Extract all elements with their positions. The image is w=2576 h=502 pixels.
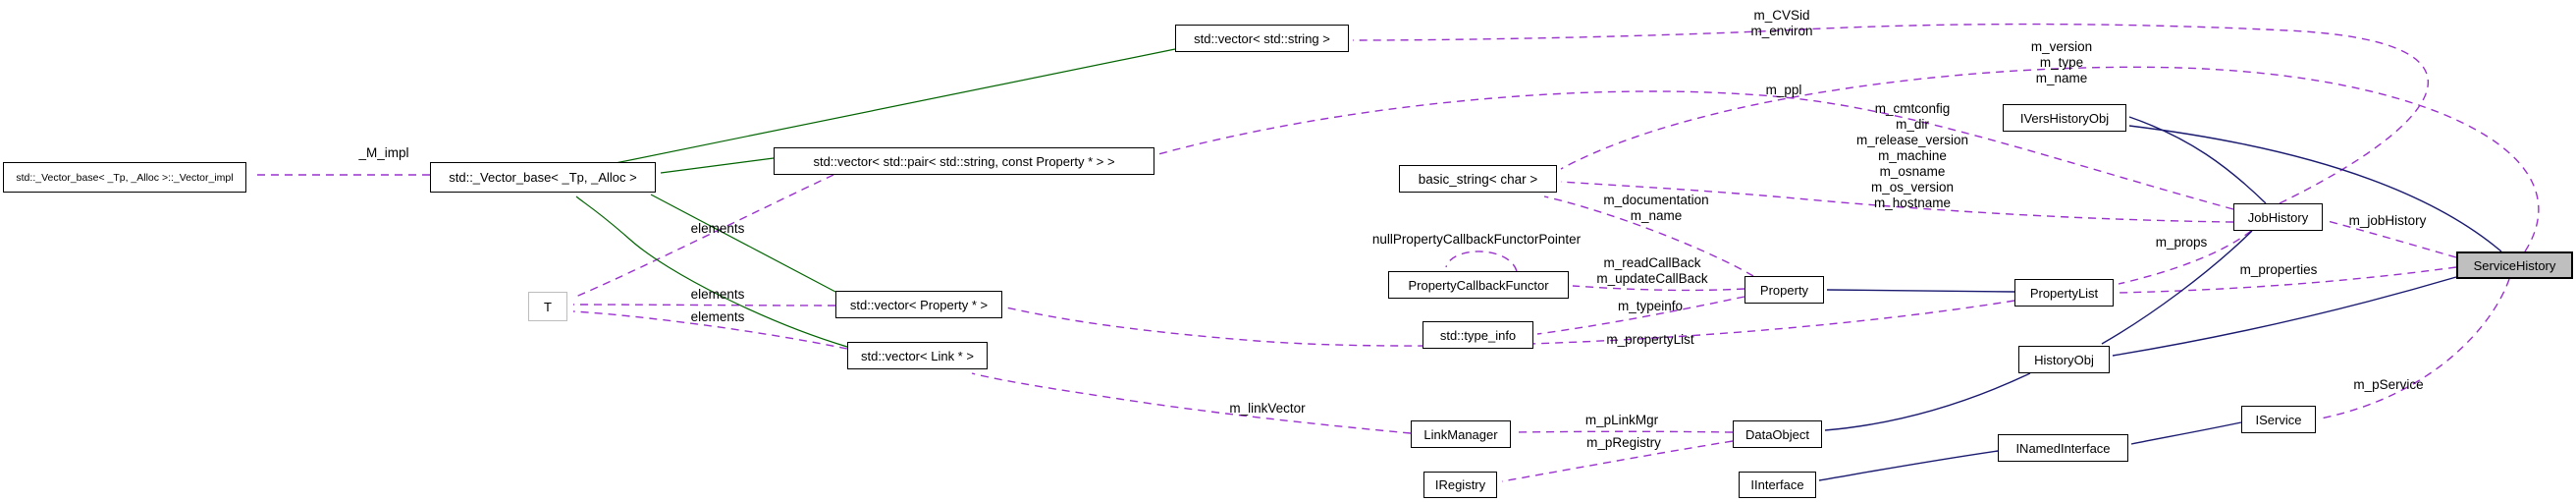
node-inamed-interface[interactable]: INamedInterface — [1998, 434, 2128, 462]
node-ivers-history-obj[interactable]: IVersHistoryObj — [2003, 104, 2126, 132]
node-property-list[interactable]: PropertyList — [2014, 279, 2114, 307]
node-label: JobHistory — [2247, 209, 2309, 225]
edge-vectorlink-vectorbase — [575, 195, 848, 348]
node-label: IInterface — [1750, 477, 1804, 492]
node-property[interactable]: Property — [1744, 276, 1824, 304]
edge-jobhistory-propertylist — [2118, 230, 2252, 285]
edge-servicehistory-iservice — [2320, 278, 2510, 419]
edge-jobhistory-vectorstring — [1352, 23, 2429, 204]
node-link-manager[interactable]: LinkManager — [1411, 420, 1511, 448]
node-label: T — [544, 299, 552, 314]
node-vector-base[interactable]: std::_Vector_base< _Tp, _Alloc > — [430, 162, 656, 193]
node-label: DataObject — [1744, 426, 1810, 442]
edge-vectorstring-vectorbase — [610, 48, 1176, 165]
edge-servicehistory-basicstring — [1560, 66, 2540, 252]
node-label: IVersHistoryObj — [2019, 110, 2110, 126]
node-type-info[interactable]: std::type_info — [1422, 321, 1533, 349]
node-basic-string-char[interactable]: basic_string< char > — [1399, 165, 1557, 193]
node-iregistry[interactable]: IRegistry — [1423, 472, 1497, 498]
node-job-history[interactable]: JobHistory — [2233, 203, 2323, 231]
edge-property-typeinfo — [1536, 296, 1745, 335]
node-vector-link-ptr[interactable]: std::vector< Link * > — [847, 342, 988, 369]
edge-jobhistory-vectorpair — [1157, 90, 2234, 210]
edge-vectorproperty-t — [572, 304, 836, 307]
node-label: INamedInterface — [2015, 440, 2111, 456]
edge-propertylist-vectorproperty — [1005, 300, 2015, 347]
node-service-history[interactable]: ServiceHistory — [2456, 251, 2573, 279]
node-label: Property — [1759, 282, 1809, 298]
edge-vectorpair-t — [572, 174, 834, 299]
edge-servicehistory-jobhistory — [2327, 220, 2457, 258]
edge-historyobj-dataobject — [1824, 372, 2031, 431]
edge-vectorproperty-vectorbase — [650, 194, 836, 293]
node-label: std::vector< Link * > — [861, 348, 974, 363]
node-iservice[interactable]: IService — [2241, 406, 2316, 433]
node-label: std::_Vector_base< _Tp, _Alloc >::_Vecto… — [16, 171, 234, 184]
node-label: PropertyCallbackFunctor — [1408, 277, 1549, 293]
edge-servicehistory-propertylist — [2118, 266, 2457, 294]
node-label: std::vector< std::string > — [1194, 30, 1330, 46]
node-label: basic_string< char > — [1418, 171, 1538, 187]
node-template-param-t[interactable]: T — [528, 292, 567, 321]
edge-jobhistory-basicstring — [1560, 181, 2234, 223]
edge-functor-self — [1445, 251, 1518, 272]
node-vector-base-impl[interactable]: std::_Vector_base< _Tp, _Alloc >::_Vecto… — [3, 162, 246, 193]
node-label: IRegistry — [1434, 477, 1486, 492]
node-label: std::_Vector_base< _Tp, _Alloc > — [449, 170, 637, 185]
node-vector-string[interactable]: std::vector< std::string > — [1175, 25, 1349, 52]
edge-vectorpair-vectorbase — [660, 157, 775, 174]
edge-jobhistory-ivershistoryobj — [2128, 116, 2267, 204]
node-property-callback-functor[interactable]: PropertyCallbackFunctor — [1388, 271, 1569, 299]
edge-inamedinterface-iinterface — [1818, 450, 1999, 481]
node-label: std::type_info — [1439, 327, 1517, 343]
edge-paths — [253, 23, 2540, 482]
node-label: PropertyList — [2029, 285, 2099, 301]
edge-propertylist-property — [1826, 289, 2015, 293]
edge-iservice-inamedinterface — [2130, 421, 2242, 445]
edge-servicehistory-historyobj — [2112, 276, 2457, 357]
edge-property-basicstring — [1543, 195, 1754, 277]
node-label: HistoryObj — [2034, 352, 2094, 367]
edge-jobhistory-historyobj — [2101, 230, 2253, 345]
edge-property-functor — [1572, 285, 1745, 292]
edge-linkmanager-vectorlink — [971, 372, 1412, 434]
node-vector-pair-string-property[interactable]: std::vector< std::pair< std::string, con… — [774, 147, 1154, 175]
node-vector-property-ptr[interactable]: std::vector< Property * > — [835, 291, 1002, 318]
node-label: std::vector< Property * > — [849, 297, 989, 312]
node-label: LinkManager — [1423, 426, 1498, 442]
node-iinterface[interactable]: IInterface — [1739, 472, 1816, 498]
edge-servicehistory-ivershistoryobj — [2128, 125, 2502, 252]
node-label: std::vector< std::pair< std::string, con… — [813, 153, 1115, 169]
node-label: IService — [2255, 412, 2302, 427]
node-data-object[interactable]: DataObject — [1733, 420, 1822, 448]
edge-dataobject-iregistry — [1501, 440, 1734, 482]
node-history-obj[interactable]: HistoryObj — [2018, 346, 2110, 373]
edge-dataobject-linkmanager — [1515, 430, 1734, 433]
node-label: ServiceHistory — [2473, 257, 2556, 273]
edge-vectorlink-t — [572, 310, 848, 350]
